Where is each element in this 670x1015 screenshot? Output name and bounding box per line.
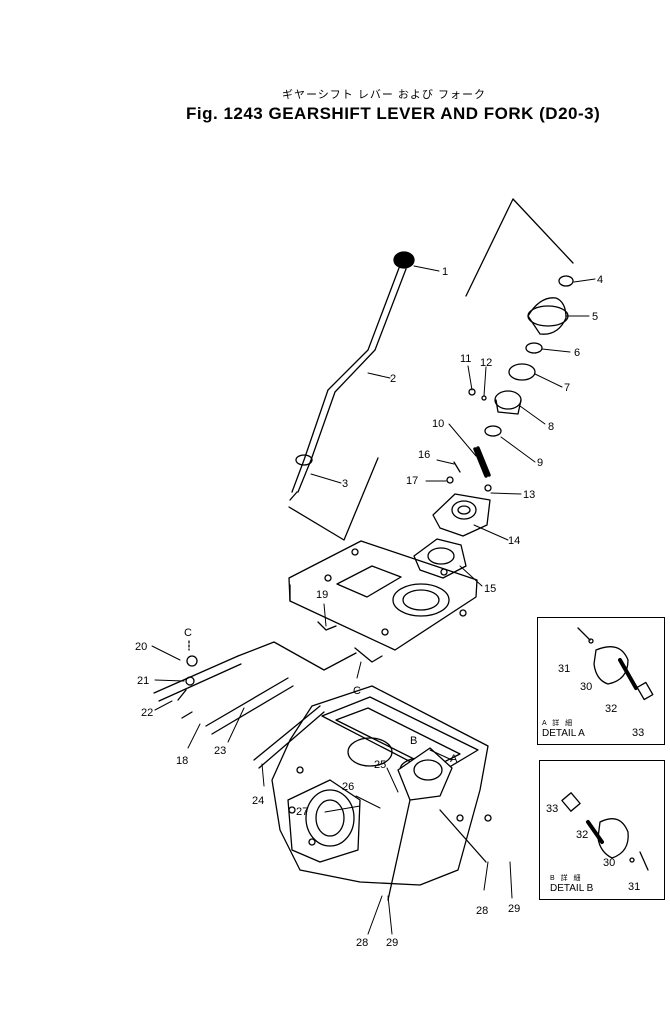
cover-plate	[413, 493, 491, 579]
detail-a-label: DETAIL A	[542, 728, 585, 739]
shift-rods	[153, 640, 357, 769]
callout-label: 13	[523, 489, 535, 501]
callout-label: 14	[508, 535, 520, 547]
callout-label: 3	[342, 478, 348, 490]
callout-label: 27	[296, 806, 308, 818]
callout-label: 23	[214, 745, 226, 757]
callout-label: 26	[342, 781, 354, 793]
callout-label: 8	[548, 421, 554, 433]
callout-label: 11	[460, 353, 471, 365]
top-cover	[288, 540, 478, 663]
callout-label: 29	[386, 937, 398, 949]
callout-label: 33	[632, 727, 644, 739]
callout-label: 6	[574, 347, 580, 359]
reference-letter: A	[450, 753, 458, 765]
detail-a-box: A 詳 細 DETAIL A	[537, 617, 665, 745]
callout-leaders	[151, 265, 596, 935]
callout-label: 25	[374, 759, 386, 771]
callout-label: 9	[537, 457, 543, 469]
callout-label: 10	[432, 418, 444, 430]
gearshift-lever	[289, 251, 415, 501]
callout-label: 28	[356, 937, 368, 949]
reference-letter: C	[353, 685, 361, 697]
callout-label: 4	[597, 274, 603, 286]
callout-label: 31	[628, 881, 640, 893]
callout-label: 21	[137, 675, 149, 687]
callout-label: 12	[480, 357, 492, 369]
callout-label: 22	[141, 707, 153, 719]
callout-label: 29	[508, 903, 520, 915]
callout-label: 1	[442, 266, 448, 278]
callout-label: 32	[605, 703, 617, 715]
detail-b-jp-label: B 詳 細	[550, 875, 583, 882]
callout-label: 18	[176, 755, 188, 767]
callout-label: 5	[592, 311, 598, 323]
callout-label: 30	[603, 857, 615, 869]
detail-b-label: DETAIL B	[550, 883, 594, 894]
detail-a-drawing	[577, 627, 654, 701]
callout-label: 2	[390, 373, 396, 385]
transmission-case	[271, 685, 492, 901]
detail-b-drawing	[561, 792, 649, 871]
leader-cap	[465, 198, 574, 297]
callout-label: 24	[252, 795, 264, 807]
callout-label: 17	[406, 475, 418, 487]
detail-b-box: B 詳 細 DETAIL B	[539, 760, 665, 900]
callout-label: 7	[564, 382, 570, 394]
leader-lever	[288, 457, 379, 541]
callout-label: 15	[484, 583, 496, 595]
callout-label: 16	[418, 449, 430, 461]
callout-label: 33	[546, 803, 558, 815]
callout-label: 31	[558, 663, 570, 675]
diagram-title-japanese: ギヤーシフト レバー および フォーク	[282, 89, 486, 101]
diagram-title: Fig. 1243 GEARSHIFT LEVER AND FORK (D20-…	[186, 104, 601, 123]
reference-letter: C	[184, 627, 192, 639]
callout-label: 19	[316, 589, 328, 601]
callout-label: 20	[135, 641, 147, 653]
reference-letter: B	[410, 735, 417, 747]
callout-label: 30	[580, 681, 592, 693]
detail-a-jp-label: A 詳 細	[542, 720, 575, 727]
callout-label: 32	[576, 829, 588, 841]
callout-labels: 1 2 3 4 5 6 7 8 9 10 11 12 13 14 15 16 1…	[135, 266, 644, 949]
callout-label: 28	[476, 905, 488, 917]
